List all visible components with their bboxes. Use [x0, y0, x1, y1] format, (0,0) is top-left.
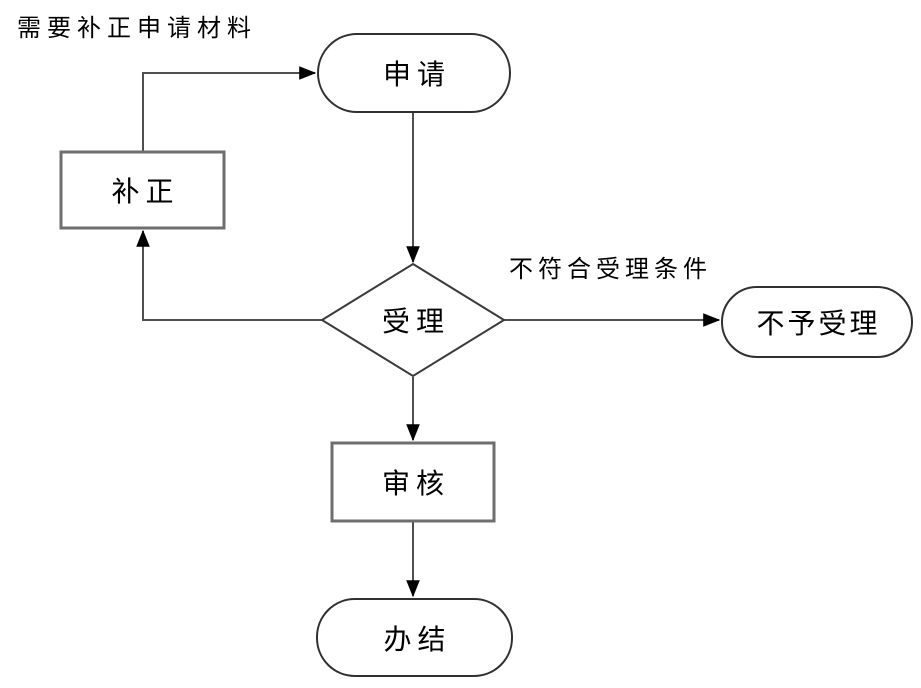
node-accept-label: 受理: [381, 306, 450, 337]
node-correct-shape: [59, 150, 226, 230]
node-reject-label: 不予受理: [756, 308, 881, 339]
node-review-shape: [330, 441, 496, 523]
node-apply-label: 申请: [382, 59, 451, 90]
node-reject-shape: [721, 286, 913, 358]
edge-accept-to-correct: [136, 229, 322, 321]
node-complete-shape: [316, 598, 513, 677]
node-accept-shape: [320, 262, 506, 378]
annotation-need-correction: 需要补正申请材料: [17, 15, 257, 42]
node-apply-shape: [317, 33, 511, 113]
node-complete-label: 办结: [383, 623, 452, 655]
node-correct-label: 补正: [111, 176, 180, 207]
edge-correct-to-apply: [142, 66, 317, 151]
node-review-label: 审核: [381, 468, 450, 499]
annotation-not-meet-condition: 不符合受理条件: [509, 256, 712, 283]
